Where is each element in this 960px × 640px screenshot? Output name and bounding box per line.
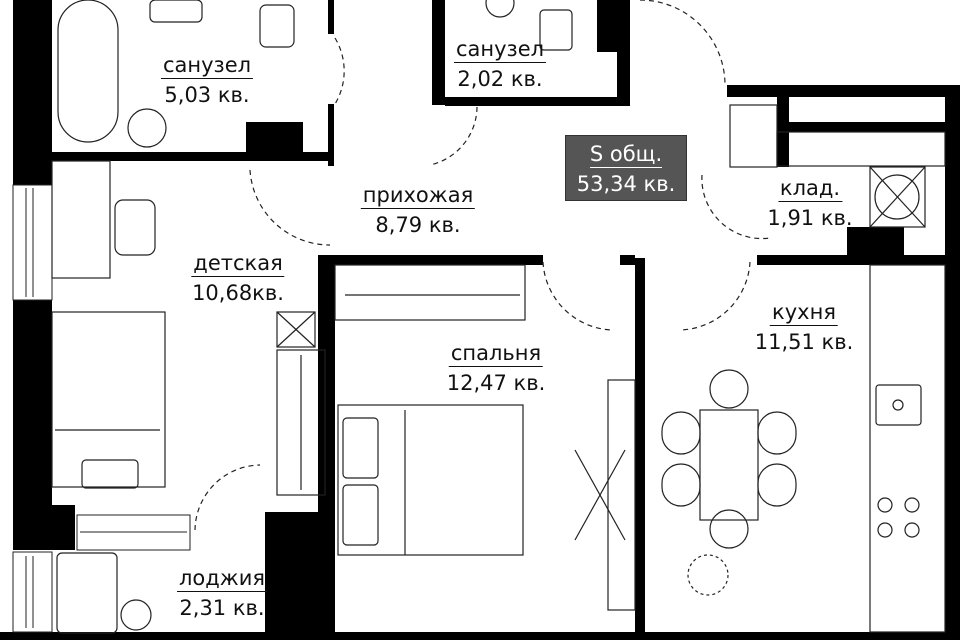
- room-area: 11,51 кв.: [754, 330, 854, 354]
- total-area-label: S общ.: [589, 142, 663, 168]
- room-area: 10,68кв.: [192, 281, 284, 305]
- side-table: [120, 599, 152, 631]
- kitchen-sink: [875, 384, 922, 426]
- room-label-kids-room: детская 10,68кв.: [191, 248, 285, 308]
- double-bed: [337, 404, 524, 556]
- room-label-bathroom-2: санузел 2,02 кв.: [453, 34, 547, 94]
- total-area-badge: S общ. 53,34 кв.: [565, 135, 687, 201]
- wardrobe-kids: [276, 349, 326, 496]
- room-name: лоджия: [177, 566, 267, 592]
- toilet-2: [539, 9, 573, 51]
- room-label-hallway: прихожая 8,79 кв.: [360, 180, 476, 240]
- room-name: санузел: [160, 53, 254, 79]
- room-area: 2,31 кв.: [179, 596, 265, 620]
- total-area-value: 53,34 кв.: [576, 172, 676, 196]
- shelf-hall: [729, 104, 778, 168]
- desk: [51, 160, 111, 279]
- room-name: клад.: [777, 176, 843, 202]
- dining-table: [699, 409, 759, 521]
- room-label-bathroom-1: санузел 5,03 кв.: [160, 50, 254, 110]
- room-area: 8,79 кв.: [375, 213, 461, 237]
- kids-bed: [51, 311, 166, 488]
- room-label-kitchen: кухня 11,51 кв.: [755, 297, 854, 357]
- room-label-storage: клад. 1,91 кв.: [767, 173, 852, 233]
- room-name: санузел: [453, 37, 547, 63]
- room-area: 12,47 кв.: [446, 371, 546, 395]
- plant: [687, 554, 729, 596]
- armchair: [56, 552, 118, 634]
- wardrobe-storage: [776, 131, 946, 167]
- door-swings: [194, 0, 771, 531]
- room-name: прихожая: [360, 183, 476, 209]
- room-area: 2,02 кв.: [457, 67, 543, 91]
- sink: [149, 0, 203, 23]
- kitchen-counter: [869, 264, 946, 633]
- room-area: 1,91 кв.: [767, 206, 853, 230]
- room-area: 5,03 кв.: [164, 83, 250, 107]
- room-name: спальня: [448, 341, 544, 367]
- washer: [127, 108, 167, 148]
- room-label-bedroom: спальня 12,47 кв.: [447, 338, 546, 398]
- room-name: детская: [191, 251, 285, 277]
- room-name: кухня: [770, 300, 838, 326]
- bathtub: [57, 0, 119, 143]
- furniture: [51, 0, 946, 634]
- tv-stand: [607, 379, 636, 611]
- toilet: [259, 4, 295, 48]
- wardrobe-hall: [334, 264, 526, 321]
- chair: [114, 199, 156, 256]
- room-label-loggia: лоджия 2,31 кв.: [177, 563, 267, 623]
- boiler: [869, 166, 926, 228]
